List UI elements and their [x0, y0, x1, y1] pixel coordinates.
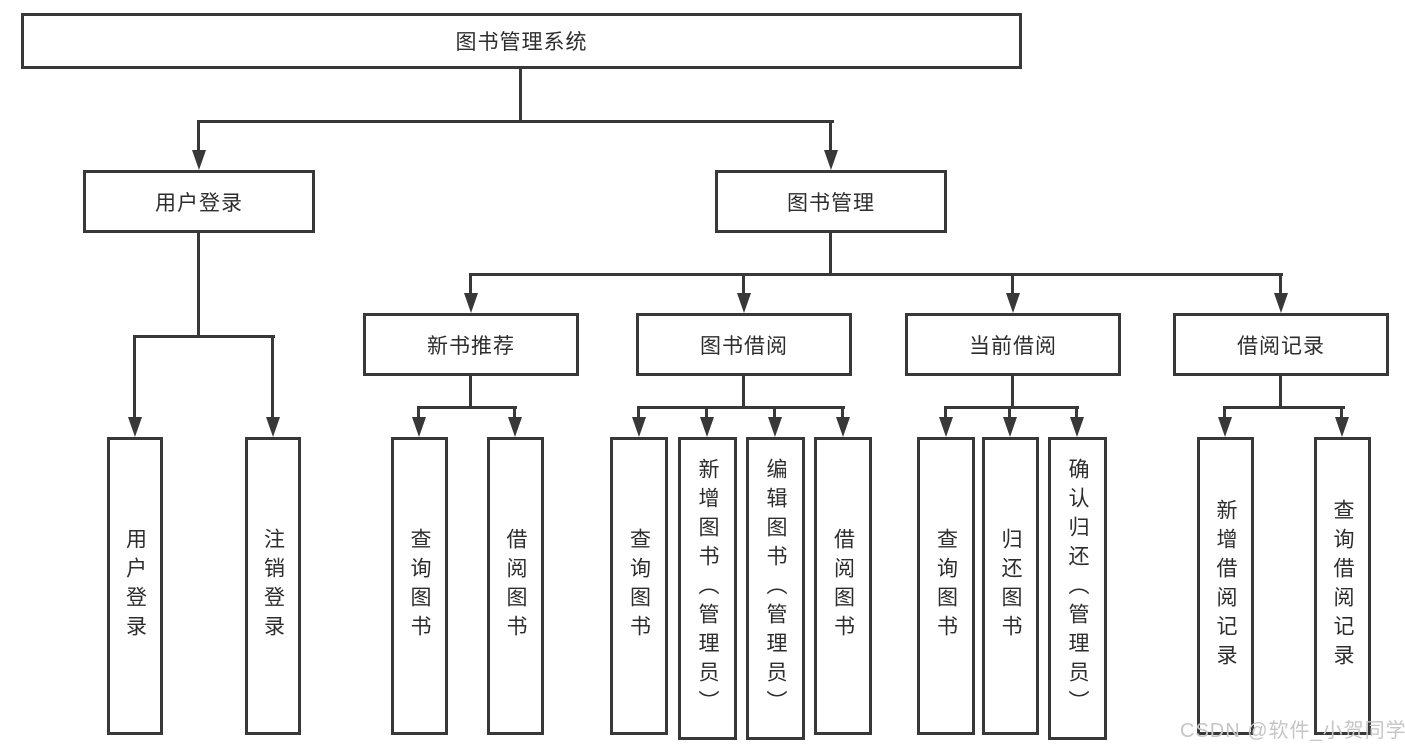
- arrowhead-down: [508, 417, 522, 437]
- arrowhead-down: [1003, 417, 1017, 437]
- leaf-query-books: 查询图书: [917, 437, 975, 735]
- connector-leaf-stem: [841, 406, 844, 419]
- leaf-query-borrow-record: 查询借阅记录: [1314, 437, 1371, 735]
- arrowhead-down: [128, 417, 142, 437]
- leaf-query-books: 查询图书: [391, 437, 448, 735]
- connector-level2-hline: [197, 120, 834, 123]
- arrowhead-down: [836, 417, 850, 437]
- node-book-borrow: 图书借阅: [636, 313, 852, 376]
- arrowhead-down: [632, 417, 646, 437]
- arrowhead-down: [824, 150, 838, 170]
- arrowhead-down: [768, 417, 782, 437]
- connector-borrow-record-hline: [1223, 406, 1345, 409]
- leaf-confirm-return-admin: 确认归还（管理员）: [1048, 437, 1107, 740]
- arrowhead-down: [192, 150, 206, 170]
- leaf-user-login: 用户登录: [107, 437, 163, 735]
- arrowhead-down: [939, 417, 953, 437]
- connector-leaf-stem: [133, 335, 136, 419]
- leaf-add-book-admin: 新增图书（管理员）: [678, 437, 737, 740]
- leaf-query-books: 查询图书: [610, 437, 668, 735]
- connector-leaf-stem: [1340, 406, 1343, 419]
- node-book-management: 图书管理: [715, 170, 947, 233]
- connector-book-borrow-stem: [742, 273, 745, 295]
- connector-new-book-down: [469, 376, 472, 407]
- node-current-borrow: 当前借阅: [905, 313, 1121, 376]
- leaf-borrow-books: 借阅图书: [814, 437, 872, 735]
- connector-leaf-stem: [513, 406, 516, 419]
- connector-current-borrow-stem: [1011, 273, 1014, 295]
- leaf-edit-book-admin: 编辑图书（管理员）: [746, 437, 805, 740]
- arrowhead-down: [1006, 293, 1020, 313]
- connector-borrow-record-down: [1279, 376, 1282, 407]
- csdn-watermark: CSDN @软件_小贺同学: [1180, 720, 1405, 742]
- connector-leaf-stem: [1008, 406, 1011, 419]
- arrowhead-down: [266, 417, 280, 437]
- connector-borrow-record-stem: [1279, 273, 1282, 295]
- connector-book-borrow-down: [742, 376, 745, 407]
- connector-leaf-stem: [1223, 406, 1226, 419]
- arrowhead-down: [464, 293, 478, 313]
- connector-leaf-stem: [1075, 406, 1078, 419]
- connector-leaf-stem: [271, 335, 274, 419]
- node-borrow-record: 借阅记录: [1173, 313, 1389, 376]
- arrowhead-down: [1070, 417, 1084, 437]
- connector-user-login-down: [197, 233, 200, 337]
- node-user-login-group: 用户登录: [83, 170, 315, 233]
- connector-root-stem: [519, 69, 522, 122]
- connector-book-mgmt-stem: [829, 120, 832, 154]
- node-new-book-recommend: 新书推荐: [363, 313, 579, 376]
- node-library-system: 图书管理系统: [21, 13, 1022, 69]
- connector-book-borrow-hline: [637, 406, 845, 409]
- arrowhead-down: [1274, 293, 1288, 313]
- connector-leaf-stem: [417, 406, 420, 419]
- connector-leaf-stem: [944, 406, 947, 419]
- leaf-logout: 注销登录: [245, 437, 301, 735]
- connector-new-book-hline: [417, 406, 517, 409]
- connector-user-group-hline: [133, 335, 275, 338]
- connector-book-mgmt-down: [829, 233, 832, 275]
- arrowhead-down: [700, 417, 714, 437]
- arrowhead-down: [412, 417, 426, 437]
- leaf-borrow-books: 借阅图书: [487, 437, 544, 735]
- arrowhead-down: [1335, 417, 1349, 437]
- connector-leaf-stem: [705, 406, 708, 419]
- connector-user-login-stem: [197, 120, 200, 154]
- connector-current-borrow-down: [1011, 376, 1014, 407]
- connector-leaf-stem: [773, 406, 776, 419]
- leaf-add-borrow-record: 新增借阅记录: [1197, 437, 1254, 735]
- arrowhead-down: [1218, 417, 1232, 437]
- connector-new-book-stem: [469, 273, 472, 295]
- leaf-return-books: 归还图书: [982, 437, 1039, 735]
- connector-current-borrow-hline: [944, 406, 1079, 409]
- arrowhead-down: [737, 293, 751, 313]
- connector-level3-hline: [469, 273, 1283, 276]
- connector-leaf-stem: [637, 406, 640, 419]
